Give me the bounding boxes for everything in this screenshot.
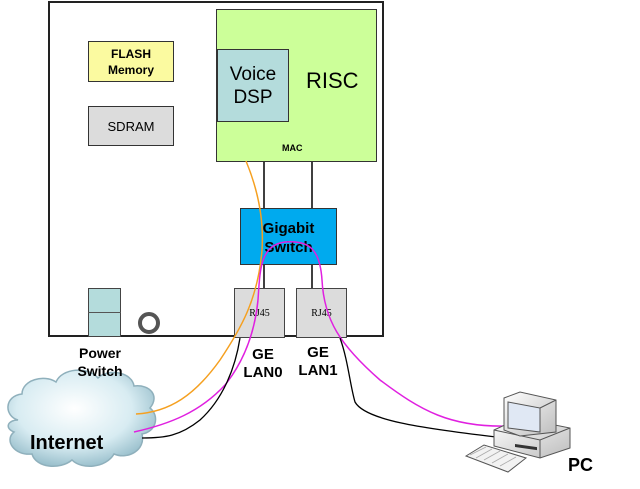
voice-dsp-label-line2: DSP: [233, 86, 273, 108]
mac-label: MAC: [282, 143, 303, 153]
pc-computer-icon: [464, 391, 571, 473]
flash-label-line2: Memory: [107, 62, 154, 77]
risc-label: RISC: [306, 68, 359, 93]
power-label-line2: Switch: [77, 363, 123, 379]
switch-label-line1: Gigabit: [262, 219, 315, 237]
lan1-label-line1: GE: [307, 344, 329, 361]
internet-label: Internet: [30, 432, 104, 454]
power-label-line1: Power: [78, 345, 121, 361]
internet-cloud-icon: [7, 369, 157, 467]
ge-lan0-label: GE LAN0: [235, 346, 291, 382]
lan0-label-line1: GE: [252, 346, 274, 363]
ge-lan1-label: GE LAN1: [290, 344, 346, 380]
rj45-port-lan1: RJ45: [296, 288, 347, 338]
lan0-label-line2: LAN0: [243, 364, 283, 381]
power-switch-divider: [88, 312, 121, 313]
power-switch-label: Power Switch: [68, 344, 132, 380]
pc-label: PC: [568, 455, 594, 475]
sdram-block: SDRAM: [88, 106, 174, 146]
rj45-lan1-label: RJ45: [311, 307, 332, 319]
rj45-port-lan0: RJ45: [234, 288, 285, 338]
black-wire-lan1-to-pc: [339, 337, 497, 438]
flash-label-line1: FLASH: [110, 46, 151, 61]
lan1-label-line2: LAN1: [298, 362, 338, 379]
rj45-lan0-label: RJ45: [249, 307, 270, 319]
black-wire-lan0-to-internet: [141, 337, 241, 439]
voice-dsp-label-line1: Voice: [229, 63, 277, 85]
sdram-label: SDRAM: [107, 118, 155, 134]
power-jack-icon: [138, 312, 160, 334]
magenta-wire-switch-to-internet: [133, 299, 259, 433]
magenta-wire-switch-to-pc: [257, 241, 511, 427]
orange-wire-mac-to-internet: [135, 160, 264, 415]
